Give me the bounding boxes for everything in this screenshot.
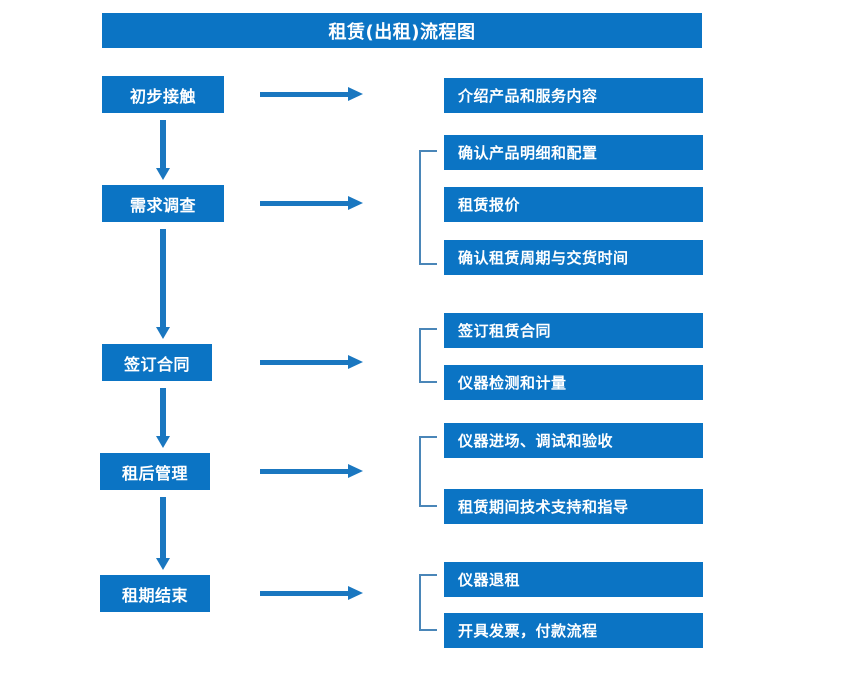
stage-box-3[interactable]: 签订合同 — [102, 344, 212, 381]
detail-box-6[interactable]: 仪器检测和计量 — [444, 365, 703, 400]
horizontal-arrow-1 — [260, 87, 363, 101]
detail-box-2[interactable]: 确认产品明细和配置 — [444, 135, 703, 170]
horizontal-arrow-4 — [260, 464, 363, 478]
arrow-head-icon — [348, 355, 363, 369]
group-bracket-3 — [419, 436, 437, 507]
arrow-shaft — [160, 120, 166, 168]
diagram-title: 租赁(出租)流程图 — [102, 13, 702, 48]
arrow-shaft — [260, 360, 352, 365]
detail-box-10[interactable]: 开具发票，付款流程 — [444, 613, 703, 648]
arrow-head-icon — [156, 327, 170, 339]
arrow-shaft — [160, 229, 166, 327]
arrow-head-icon — [156, 558, 170, 570]
stage-box-5[interactable]: 租期结束 — [100, 575, 210, 612]
vertical-arrow-1 — [156, 120, 170, 180]
group-bracket-1 — [419, 150, 437, 265]
stage-box-2[interactable]: 需求调查 — [102, 185, 224, 222]
horizontal-arrow-2 — [260, 196, 363, 210]
arrow-head-icon — [156, 168, 170, 180]
horizontal-arrow-5 — [260, 586, 363, 600]
arrow-shaft — [160, 388, 166, 436]
arrow-head-icon — [348, 196, 363, 210]
vertical-arrow-2 — [156, 229, 170, 339]
detail-box-3[interactable]: 租赁报价 — [444, 187, 703, 222]
detail-box-4[interactable]: 确认租赁周期与交货时间 — [444, 240, 703, 275]
vertical-arrow-4 — [156, 497, 170, 570]
arrow-shaft — [260, 469, 352, 474]
stage-box-1[interactable]: 初步接触 — [102, 76, 224, 113]
arrow-shaft — [260, 201, 352, 206]
detail-box-7[interactable]: 仪器进场、调试和验收 — [444, 423, 703, 458]
arrow-head-icon — [348, 464, 363, 478]
arrow-head-icon — [348, 87, 363, 101]
detail-box-1[interactable]: 介绍产品和服务内容 — [444, 78, 703, 113]
detail-box-9[interactable]: 仪器退租 — [444, 562, 703, 597]
stage-box-4[interactable]: 租后管理 — [100, 453, 210, 490]
horizontal-arrow-3 — [260, 355, 363, 369]
arrow-head-icon — [348, 586, 363, 600]
arrow-shaft — [260, 591, 352, 596]
arrow-shaft — [260, 92, 352, 97]
group-bracket-2 — [419, 328, 437, 383]
group-bracket-4 — [419, 574, 437, 631]
detail-box-5[interactable]: 签订租赁合同 — [444, 313, 703, 348]
vertical-arrow-3 — [156, 388, 170, 448]
arrow-shaft — [160, 497, 166, 558]
arrow-head-icon — [156, 436, 170, 448]
detail-box-8[interactable]: 租赁期间技术支持和指导 — [444, 489, 703, 524]
